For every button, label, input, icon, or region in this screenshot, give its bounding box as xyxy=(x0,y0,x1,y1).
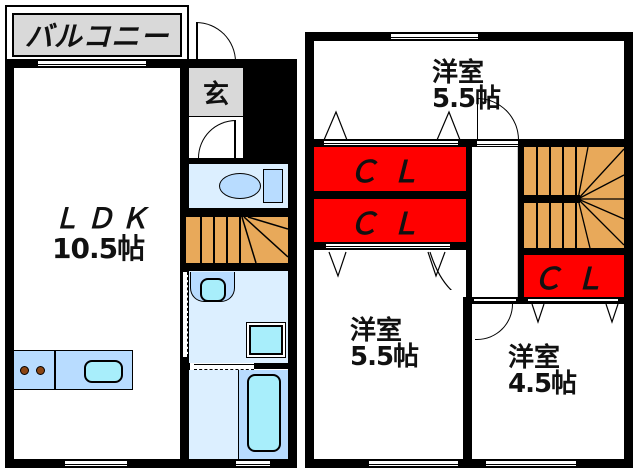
wall xyxy=(5,59,14,468)
door-opening[interactable] xyxy=(474,298,516,303)
wall xyxy=(180,363,190,371)
ldk-room-size: 10.5帖 xyxy=(52,232,145,265)
second-floor-plan: 洋室 5.5帖 ＣＬ ＣＬ xyxy=(300,0,640,475)
room-bottom-right-size: 4.5帖 xyxy=(508,369,577,399)
wall xyxy=(518,248,633,255)
window xyxy=(65,460,127,467)
closet-3: ＣＬ xyxy=(524,255,624,297)
wall xyxy=(180,263,297,271)
window xyxy=(236,460,270,467)
room-bottom-left-size: 5.5帖 xyxy=(350,342,419,372)
window xyxy=(369,460,458,467)
bath-divider xyxy=(238,370,239,459)
closet-sliding-door[interactable] xyxy=(528,298,618,303)
ldk-label: ＬＤＫ 10.5帖 xyxy=(52,205,154,263)
room-bottom-right-label: 洋室 4.5帖 xyxy=(508,343,577,399)
entrance: 玄 xyxy=(189,68,243,116)
closet-sliding-door[interactable] xyxy=(324,140,458,146)
closet-1: ＣＬ xyxy=(314,147,466,191)
room-bottom-left-name: 洋室 xyxy=(350,316,403,346)
wall xyxy=(466,139,472,297)
room-bottom-left-label: 洋室 5.5帖 xyxy=(350,316,419,372)
ldk-room-name: ＬＤＫ xyxy=(52,202,155,235)
wall xyxy=(180,208,297,217)
closet-door-marks xyxy=(531,304,619,324)
wall xyxy=(5,459,297,468)
closet-door-marks xyxy=(323,110,461,140)
door-opening[interactable] xyxy=(477,140,521,146)
room-bottom-right-door[interactable] xyxy=(475,304,513,340)
stove-burner-icon xyxy=(20,366,29,375)
storage-block xyxy=(243,59,297,163)
stairs-1f xyxy=(186,217,288,263)
wall xyxy=(305,32,314,468)
wall xyxy=(463,297,472,468)
entrance-door[interactable] xyxy=(196,22,236,62)
bathroom-sliding-door[interactable] xyxy=(194,364,254,370)
stairs-2f xyxy=(524,147,624,248)
room-top-name: 洋室 xyxy=(432,58,485,88)
washroom-sliding-door[interactable] xyxy=(182,272,188,357)
closet-door-marks xyxy=(328,251,453,290)
window xyxy=(38,60,146,67)
wall xyxy=(518,139,524,299)
toilet-bowl-icon xyxy=(219,173,261,199)
kitchen-sink-icon xyxy=(84,360,123,383)
balcony-label: バルコニー xyxy=(24,20,170,53)
stove-divider xyxy=(54,350,56,390)
room-bottom-right-name: 洋室 xyxy=(508,343,561,373)
washbasin-icon xyxy=(200,278,226,302)
wall xyxy=(189,59,243,68)
closet-2: ＣＬ xyxy=(314,199,466,242)
stove-burner-icon xyxy=(36,366,45,375)
first-floor-plan: バルコニー 玄 xyxy=(0,0,300,475)
room-top-door[interactable] xyxy=(477,98,519,140)
window xyxy=(391,33,478,40)
toilet-tank-icon xyxy=(263,169,283,203)
balcony: バルコニー xyxy=(12,13,182,57)
wall xyxy=(254,363,297,369)
bathtub-icon xyxy=(247,374,281,452)
entrance-label: 玄 xyxy=(202,79,229,110)
wall xyxy=(189,158,297,164)
hallway-2f xyxy=(472,147,518,297)
wall xyxy=(305,191,470,199)
washing-machine-icon xyxy=(249,325,283,355)
closet-sliding-door[interactable] xyxy=(326,243,450,249)
window xyxy=(486,460,576,467)
